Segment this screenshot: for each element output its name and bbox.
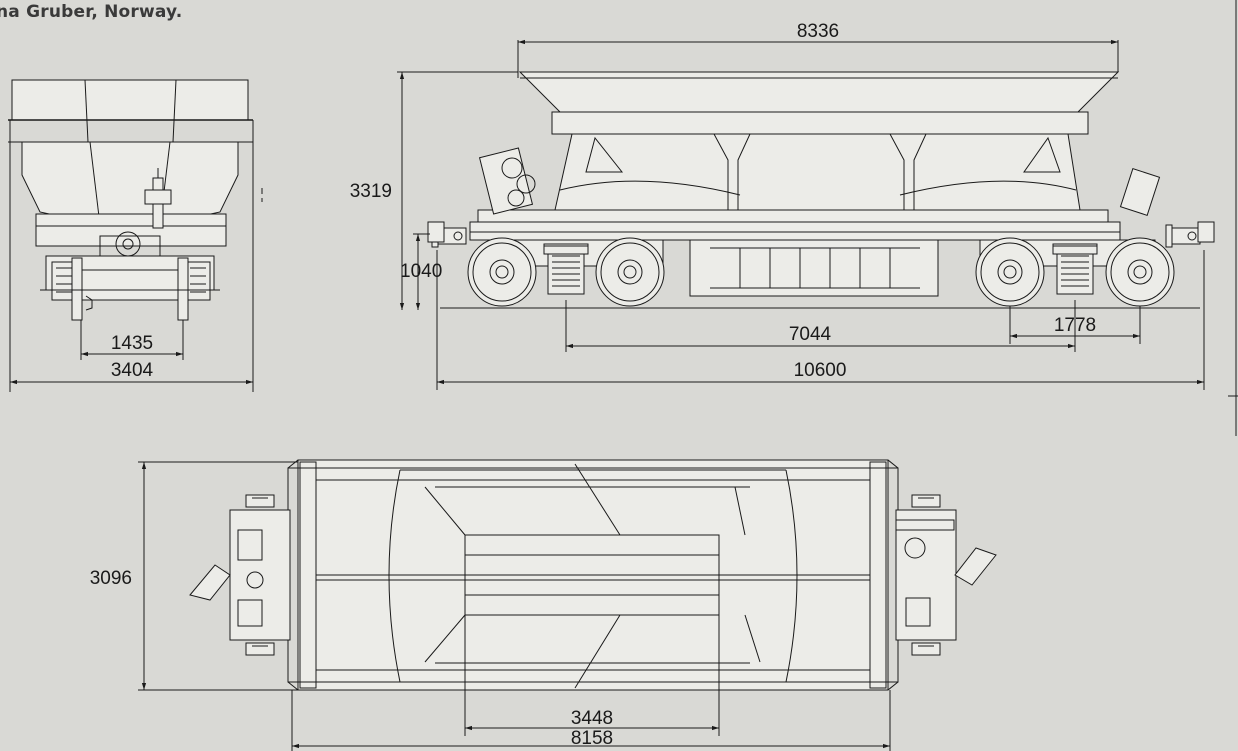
top-view: 3096 3448 8158 (90, 459, 997, 751)
figure-caption: na Gruber, Norway. (0, 2, 183, 22)
end-view: 1435 3404 (8, 79, 263, 392)
dim-inner-length: 3448 (571, 708, 613, 729)
side-view: 8336 3319 1040 7044 1778 10600 (350, 0, 1238, 436)
dim-total-length: 10600 (794, 360, 847, 381)
dim-bogie-centers: 7044 (789, 324, 832, 345)
dim-body-length: 8158 (571, 728, 613, 749)
dim-axle-spacing: 1778 (1054, 315, 1096, 336)
dim-total-height: 3319 (350, 181, 392, 202)
dim-end-width: 3404 (111, 360, 154, 381)
dim-frame-height: 1040 (400, 261, 442, 282)
dim-track-gauge: 1435 (111, 333, 153, 354)
dim-top-length: 8336 (797, 21, 839, 42)
dim-top-width: 3096 (90, 568, 132, 589)
